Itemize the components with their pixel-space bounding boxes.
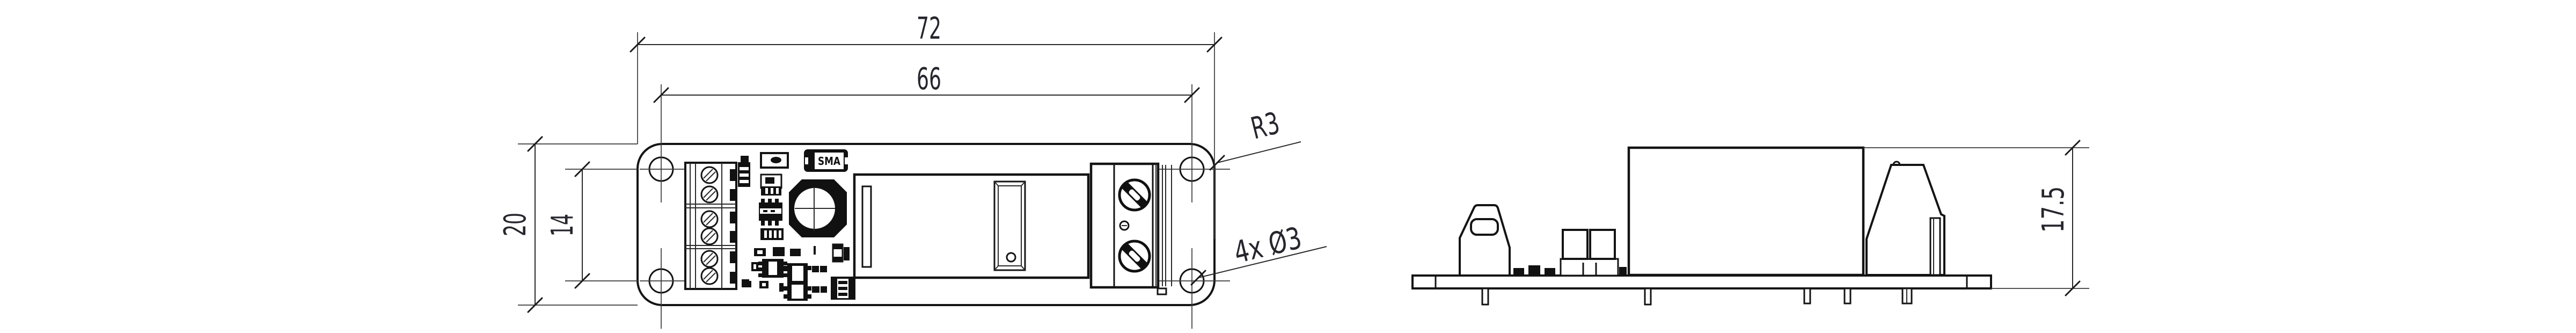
sma-marking: SMA (818, 155, 840, 168)
dim-label-20: 20 (498, 213, 533, 236)
component-pins (1481, 287, 1913, 306)
pin (1481, 287, 1489, 306)
screw-top (1118, 178, 1151, 212)
ic-b (784, 263, 811, 301)
relay (853, 173, 1090, 279)
screw-terminal-side (1865, 161, 1945, 276)
smd-component-a (760, 173, 782, 196)
smd-cluster (742, 243, 855, 301)
terminal-pin (1157, 287, 1167, 295)
ic-a (758, 259, 787, 278)
sma-diode: SMA (804, 149, 848, 172)
connector-3pin (831, 277, 855, 300)
terminal-screws (700, 166, 719, 285)
relay-slot-right (993, 180, 1026, 271)
mounting-holes (640, 84, 1230, 329)
pin (1644, 287, 1652, 306)
relay-side (1627, 146, 1865, 277)
dim-height-20: 20 (498, 136, 638, 313)
dim-label-66: 66 (917, 62, 941, 97)
dim-thickness-17-5: 17.5 (1863, 140, 2089, 296)
connector-side-profile (1560, 229, 1619, 277)
top-view: 72 66 20 14 (498, 11, 1327, 329)
resistor-array (760, 228, 784, 240)
dim-label-14: 14 (545, 214, 580, 236)
electrolytic-capacitor (789, 179, 847, 237)
dim-hole-spacing-14: 14 (545, 161, 638, 289)
relay-body (853, 173, 1090, 279)
relay-slot-left (861, 185, 872, 268)
terminal-pads (730, 169, 736, 284)
smd-profile-bumps (1513, 265, 1627, 276)
label-4x-d3: 4x Ø3 (1231, 221, 1305, 271)
terminal-block-side (1459, 204, 1511, 277)
terminal-wire-slot (1470, 218, 1499, 236)
dim-label-17-5: 17.5 (2036, 186, 2071, 233)
hole-centerlines (640, 84, 1230, 329)
fuse (760, 152, 789, 169)
terminal-block-2pos (1089, 162, 1172, 295)
soic-ic (759, 199, 782, 226)
dim-width-72: 72 (630, 11, 1223, 239)
screw-bottom (1118, 240, 1151, 273)
side-view: 17.5 (1411, 140, 2089, 306)
label-corner-radius: R3 (1209, 106, 1301, 171)
pin (1803, 287, 1811, 305)
terminal-block-6pos (684, 162, 737, 290)
pin (1843, 287, 1851, 305)
label-r3: R3 (1248, 106, 1283, 147)
dim-width-66: 66 (653, 62, 1200, 103)
pcb-side-profile (1411, 274, 1992, 289)
dim-label-72: 72 (917, 11, 941, 46)
